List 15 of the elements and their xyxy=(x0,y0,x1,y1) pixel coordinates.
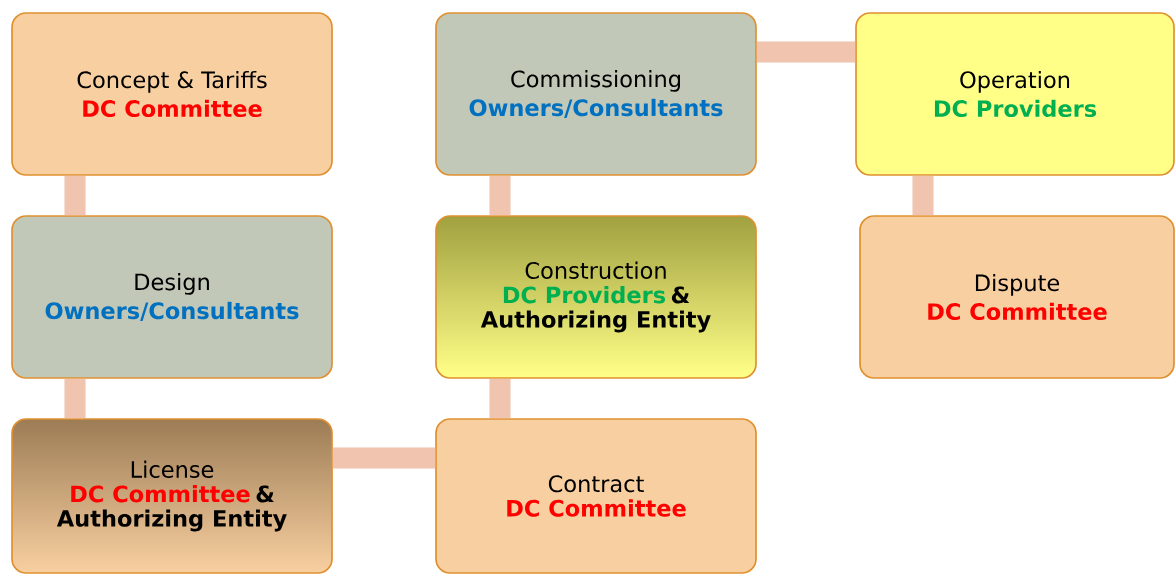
connector-bar xyxy=(64,175,86,216)
process-box: Dispute DC Committee xyxy=(859,215,1175,379)
process-box: Concept & Tariffs DC Committee xyxy=(11,12,333,176)
process-box: License DC Committee & Authorizing Entity xyxy=(11,418,333,574)
connector-bar xyxy=(64,378,86,419)
process-box: Commissioning Owners/Consultants xyxy=(435,12,757,176)
process-box: Construction DC Providers & Authorizing Entity xyxy=(435,215,757,379)
connector-bar xyxy=(489,378,511,419)
connector-bar xyxy=(912,175,934,216)
process-box: Contract DC Committee xyxy=(435,418,757,574)
process-box: Operation DC Providers xyxy=(855,12,1175,176)
process-box: Design Owners/Consultants xyxy=(11,215,333,379)
connector-bar xyxy=(332,447,436,469)
connector-bar xyxy=(489,175,511,216)
connector-bar xyxy=(756,41,856,63)
